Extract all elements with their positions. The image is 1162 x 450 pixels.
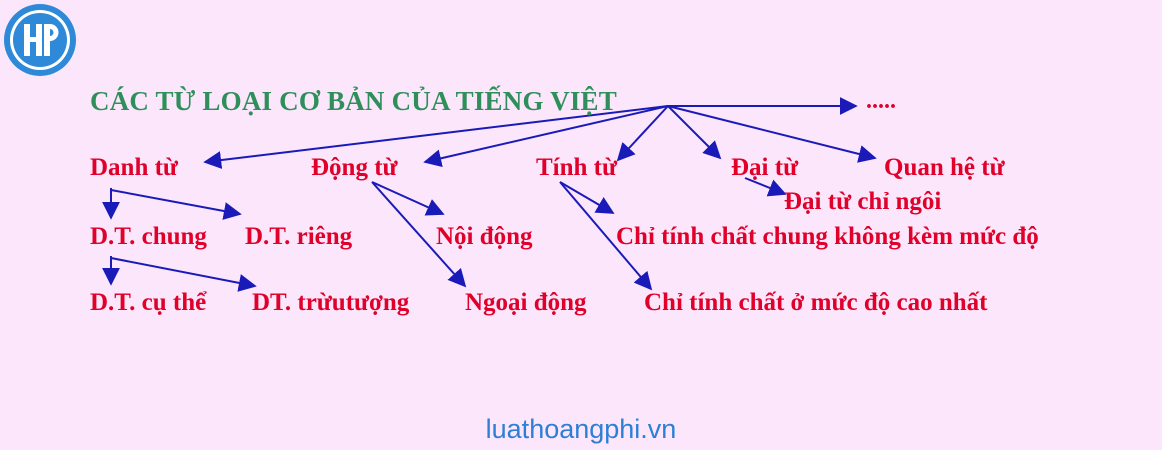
node-dt-truu-tuong: DT. trừutượng [252,289,410,316]
node-chi-tinh-chat-chung: Chỉ tính chất chung không kèm mức độ [616,223,1039,250]
node-ngoai-dong: Ngoại động [465,289,587,316]
arrow-to-dai-tu [667,105,722,160]
arrow-to-danh-tu [203,105,669,169]
diagram-title: CÁC TỪ LOẠI CƠ BẢN CỦA TIẾNG VIỆT [90,86,617,116]
node-tinh-tu: Tính từ [536,154,618,181]
arrow-to-chi-tinh-chat-chung [559,181,615,214]
node-dai-tu: Đại từ [731,154,799,181]
node-danh-tu: Danh từ [90,154,178,181]
node-dt-cu-the: D.T. cụ thể [90,289,207,316]
hp-logo [4,4,76,76]
arrow-to-quan-he-tu [667,105,877,163]
node-dt-chung: D.T. chung [90,223,207,250]
node-dt-rieng: D.T. riêng [245,223,353,250]
arrow-to-chi-tinh-chat-muc-do [559,181,653,291]
arrow-to-dt-truu-tuong [110,257,257,292]
node-dai-tu-chi-ngoi: Đại từ chỉ ngôi [784,188,942,215]
node-chi-tinh-chat-muc-do: Chỉ tính chất ở mức độ cao nhất [644,289,988,316]
arrow-to-dong-tu [423,105,669,168]
arrow-to-tinh-tu [616,105,669,162]
arrow-to-ngoai-dong [371,181,467,288]
node-noi-dong: Nội động [436,223,533,250]
node-quan-he-tu: Quan hệ từ [884,154,1005,181]
arrow-to-noi-dong [371,181,445,216]
arrow-to-dt-rieng [110,189,242,220]
arrow-to-dai-tu-chi-ngoi [744,177,787,197]
site-watermark: luathoangphi.vn [485,414,677,444]
more-ellipsis: ..... [866,88,896,114]
node-dong-tu: Động từ [311,154,398,181]
